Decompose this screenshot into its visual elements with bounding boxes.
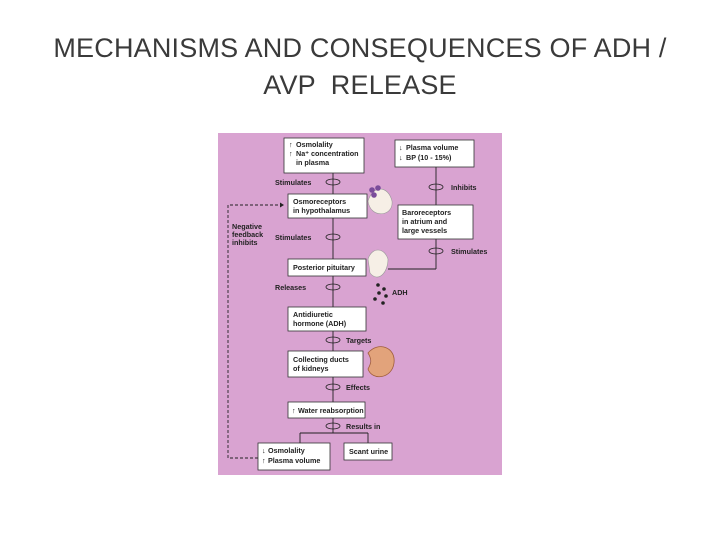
svg-text:in plasma: in plasma [296, 158, 330, 167]
connector-oval [325, 233, 341, 241]
svg-text:↑: ↑ [289, 149, 293, 158]
final-osmolality-box: ↓ Osmolality ↑ Plasma volume [257, 442, 331, 471]
svg-text:Na⁺ concentration: Na⁺ concentration [296, 149, 359, 158]
title-line-2: AVP RELEASE [263, 70, 457, 100]
connector-oval [325, 178, 341, 186]
connector-oval [325, 383, 341, 391]
svg-text:BP (10 - 15%): BP (10 - 15%) [406, 153, 452, 162]
connector-oval [325, 283, 341, 291]
osmoreceptors-box: Osmoreceptors in hypothalamus [287, 193, 368, 219]
label-inhibits: Inhibits [451, 183, 477, 192]
svg-text:↑: ↑ [262, 456, 266, 465]
svg-text:Posterior pituitary: Posterior pituitary [293, 263, 355, 272]
svg-text:in atrium and: in atrium and [402, 217, 447, 226]
collecting-ducts-box: Collecting ducts of kidneys [287, 350, 364, 378]
label-targets: Targets [346, 336, 371, 345]
svg-text:large vessels: large vessels [402, 226, 447, 235]
svg-text:Osmolality: Osmolality [296, 140, 333, 149]
svg-text:Antidiuretic: Antidiuretic [293, 310, 333, 319]
svg-text:Plasma volume: Plasma volume [268, 456, 320, 465]
title-line-1: MECHANISMS AND CONSEQUENCES OF ADH / [53, 33, 667, 63]
label-results-in: Results in [346, 422, 380, 431]
posterior-pituitary-box: Posterior pituitary [287, 258, 367, 277]
adh-hormone-box: Antidiuretic hormone (ADH) [287, 306, 367, 332]
connector-oval [325, 336, 341, 344]
plasma-volume-box: ↓ Plasma volume ↓ BP (10 - 15%) [394, 139, 475, 168]
svg-text:↑: ↑ [292, 406, 296, 415]
label-stimulates-3: Stimulates [451, 247, 487, 256]
negative-feedback-line [227, 204, 284, 459]
svg-text:hormone (ADH): hormone (ADH) [293, 319, 347, 328]
svg-text:Scant urine: Scant urine [349, 447, 388, 456]
label-releases: Releases [275, 283, 306, 292]
label-adh: ADH [392, 288, 408, 297]
water-reabsorption-box: ↑ Water reabsorption [287, 401, 366, 419]
adh-flow-diagram: ↑ Osmolality ↑ Na⁺ concentration in plas… [218, 133, 502, 475]
baroreceptors-box: Baroreceptors in atrium and large vessel… [397, 204, 474, 240]
svg-text:Plasma volume: Plasma volume [406, 143, 458, 152]
svg-text:↓: ↓ [399, 143, 403, 152]
svg-text:Osmolality: Osmolality [268, 446, 305, 455]
svg-text:↑: ↑ [289, 140, 293, 149]
label-stimulates-2: Stimulates [275, 233, 311, 242]
slide-title: MECHANISMS AND CONSEQUENCES OF ADH / AVP… [40, 30, 680, 104]
connector-oval [428, 183, 444, 191]
svg-text:↓: ↓ [262, 446, 266, 455]
label-inhibits-2: inhibits [232, 238, 258, 247]
hypothalamus-illustration [367, 185, 393, 215]
svg-text:in hypothalamus: in hypothalamus [293, 206, 350, 215]
kidney-illustration [367, 346, 395, 377]
osmolality-box: ↑ Osmolality ↑ Na⁺ concentration in plas… [283, 137, 365, 174]
svg-text:Water reabsorption: Water reabsorption [298, 406, 364, 415]
feedback-arrowhead [280, 202, 284, 208]
label-effects: Effects [346, 383, 370, 392]
label-stimulates-1: Stimulates [275, 178, 311, 187]
svg-text:Osmoreceptors: Osmoreceptors [293, 197, 346, 206]
adh-molecules [373, 283, 388, 305]
connector-oval [428, 247, 444, 255]
label-negative: Negative [232, 222, 262, 231]
connector-oval [325, 422, 341, 430]
svg-text:↓: ↓ [399, 153, 403, 162]
svg-text:Collecting ducts: Collecting ducts [293, 355, 349, 364]
svg-text:Baroreceptors: Baroreceptors [402, 208, 451, 217]
scant-urine-box: Scant urine [343, 442, 393, 461]
svg-text:of kidneys: of kidneys [293, 364, 329, 373]
pituitary-illustration [367, 249, 389, 278]
label-feedback: feedback [232, 230, 263, 239]
